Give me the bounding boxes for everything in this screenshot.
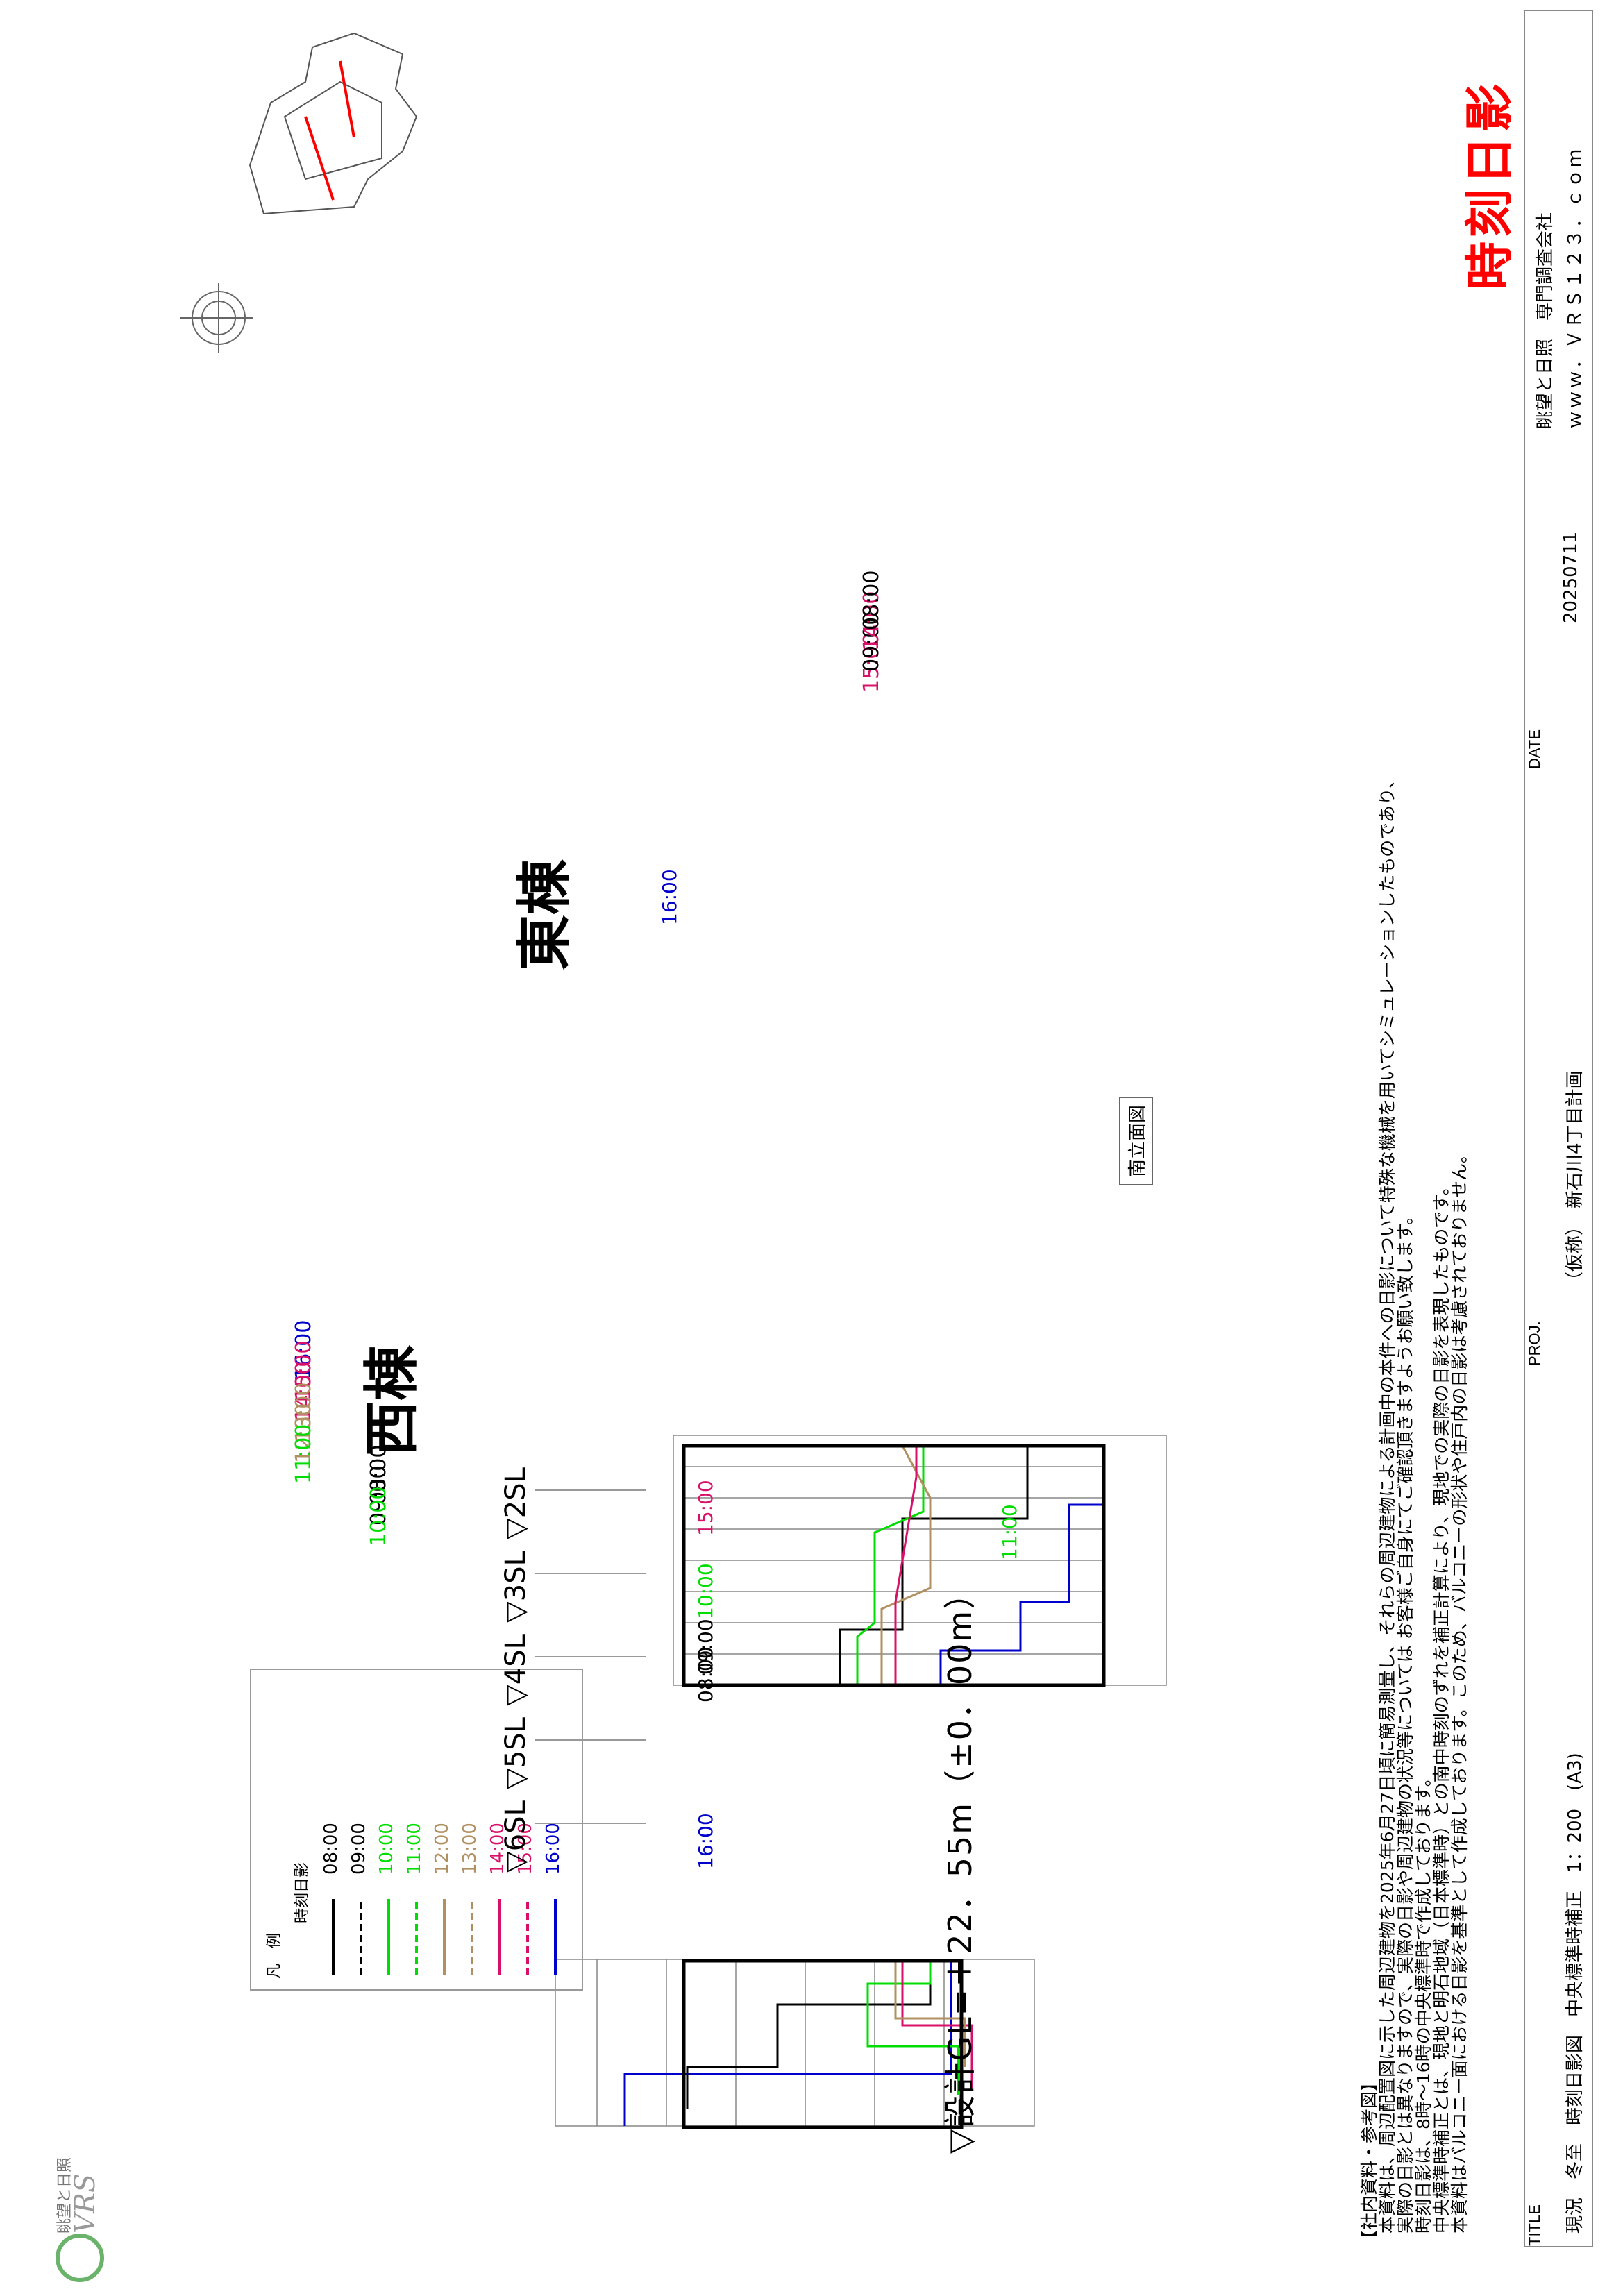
title-label: TITLE: [1526, 2204, 1543, 2246]
logo-ring-icon: [56, 2234, 104, 2282]
shadow-line: [894, 1446, 918, 1685]
legend-time: 11:00: [404, 1823, 425, 1875]
shadow-line: [894, 1959, 966, 2067]
company-name: 眺望と日照 専門調査会社: [1535, 212, 1556, 429]
legend-row: 08:00: [321, 1684, 344, 1975]
legend-row: 11:00: [404, 1684, 428, 1975]
legend-time: 08:00: [321, 1823, 342, 1875]
shadow-line: [939, 1446, 1105, 1685]
level-label: ▽6SL: [500, 1800, 532, 1873]
date-value: 20250711: [1561, 531, 1581, 623]
west-building-name: 西棟: [360, 1345, 424, 1456]
level-label: ▽5SL: [500, 1717, 532, 1789]
proj-label: PROJ.: [1526, 1321, 1543, 1366]
legend-line-swatch: [415, 1899, 418, 1975]
note-line: 本資料はバルコニー面における日影を基準として作成しております。このため、バルコニ…: [1449, 1145, 1470, 2234]
level-label: ▽4SL: [500, 1634, 532, 1706]
legend-row: 15:00: [515, 1684, 539, 1975]
elevation-label: 南立面図: [1119, 1096, 1153, 1185]
level-line: [535, 1823, 646, 1824]
level-line: [535, 1656, 646, 1657]
legend-row: 10:00: [376, 1684, 400, 1975]
legend-line-swatch: [443, 1899, 446, 1975]
note-line: 本資料は、周辺配置図に示した周辺建物を2025年6月27日頃に簡易測量し、それら…: [1377, 771, 1397, 2234]
shadow-line: [623, 1959, 952, 2126]
legend-row: 12:00: [432, 1684, 455, 1975]
level-time: 09:00: [694, 1619, 717, 1675]
time-label: 08:00: [859, 570, 884, 630]
level-time: 15:00: [694, 1480, 717, 1536]
gl-label: ▽設計GL=＋22．55m（±0．00m）: [941, 1576, 979, 2154]
legend-line-swatch: [360, 1899, 362, 1975]
red-arrow-icon: [304, 116, 335, 201]
level-line: [535, 1573, 646, 1574]
site-building-shape: [249, 32, 418, 215]
legend-line-swatch: [554, 1899, 557, 1975]
level-time: 10:00: [694, 1563, 717, 1619]
legend-line-swatch: [387, 1899, 390, 1975]
level-time: 16:00: [694, 1813, 717, 1869]
time-label: 11:00: [292, 1424, 316, 1484]
note-line: 中央標準時補正とは、現地と明石地域（日本標準時）との南中時刻のずれを補正計算によ…: [1431, 1178, 1452, 2234]
proj-value: （仮称） 新石川4丁目計画: [1565, 1070, 1586, 1290]
vrs-logo: 眺望と日照 VRS: [21, 2157, 104, 2289]
shadow-line: [839, 1446, 1029, 1685]
legend-row: 09:00: [348, 1684, 372, 1975]
shadow-line: [866, 1959, 959, 2095]
shadow-line: [901, 1959, 973, 2088]
legend-heading: 凡 例: [266, 1932, 283, 1979]
east-time-left: 16:00: [658, 869, 681, 925]
note-line: 時刻日影は、8時～16時の中央標準時で作成しております。: [1413, 1769, 1433, 2234]
title-line: 現況 冬至 時刻日影図 中央標準時補正 1：200 (A3): [1565, 1753, 1586, 2234]
level-label: ▽2SL: [500, 1467, 532, 1539]
building-outlines: [555, 1435, 1167, 2127]
legend-row: 13:00: [460, 1684, 483, 1975]
building-frames: [682, 1444, 1106, 2129]
site-building-block: [283, 81, 382, 180]
date-label: DATE: [1526, 729, 1543, 769]
shadow-line: [686, 1959, 932, 2109]
level-line: [535, 1489, 646, 1491]
note-line: 実際の日影とは異なりますので、実際の日影や周辺建物の状況等については お客様ご自…: [1395, 1207, 1415, 2234]
legend-subheading: 時刻日影: [294, 1862, 311, 1923]
time-label: 10:00: [367, 1486, 391, 1546]
legend-line-swatch: [526, 1899, 529, 1975]
east-building-name: 東棟: [512, 859, 577, 970]
level-label: ▽3SL: [500, 1551, 532, 1623]
legend-line-swatch: [471, 1899, 473, 1975]
legend-line-swatch: [332, 1899, 335, 1975]
shadow-lines: [623, 1445, 1105, 2126]
east-building-frame: [682, 1444, 1106, 1687]
logo-text-en: VRS: [69, 2173, 101, 2234]
legend-time: 13:00: [460, 1823, 480, 1875]
west-time-bottom: 11:00: [998, 1504, 1021, 1560]
big-title: 時刻日影: [1461, 79, 1518, 290]
legend-time: 10:00: [376, 1823, 397, 1875]
level-line: [535, 1739, 646, 1741]
notes-heading: 【社内資料・参考図】: [1359, 2073, 1379, 2247]
west-building-frame: [682, 1959, 964, 2129]
legend-time: 16:00: [543, 1823, 564, 1875]
legend-time: 12:00: [432, 1823, 453, 1875]
notes-block: 【社内資料・参考図】 本資料は、周辺配置図に示した周辺建物を2025年6月27日…: [1359, 771, 1470, 2247]
legend-row: 16:00: [543, 1684, 566, 1975]
legend-time: 09:00: [348, 1823, 369, 1875]
company-url: ｗｗｗ．ＶＲＳ１２３．ｃｏｍ: [1565, 146, 1586, 429]
red-arrow-icon: [339, 60, 355, 138]
legend-box: 凡 例 時刻日影 08:00 09:00 10:00 11:00 12:00 13:00 1…: [250, 1669, 583, 1991]
site-plan: [180, 32, 418, 353]
legend-line-swatch: [498, 1899, 501, 1975]
shadow-line: [856, 1446, 925, 1685]
shadow-line: [880, 1445, 932, 1685]
legend-row: 14:00: [487, 1684, 511, 1975]
